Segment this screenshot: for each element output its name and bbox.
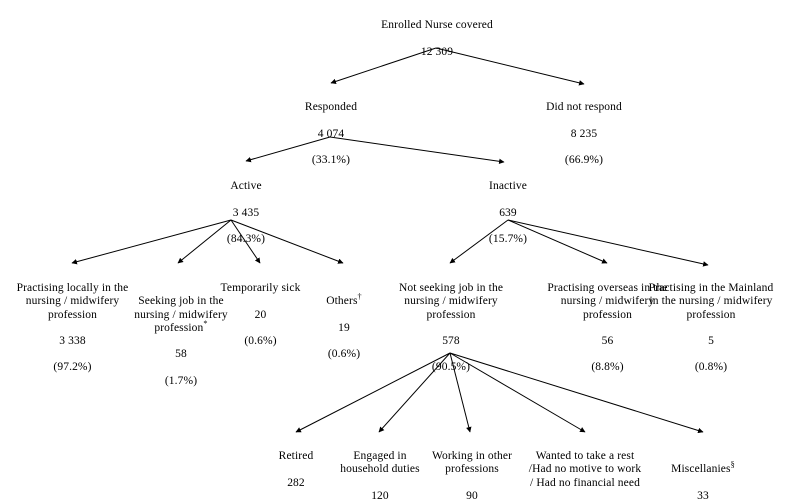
node-seeking-job: Seeking job in the nursing / midwifery p… — [122, 269, 240, 401]
node-miscellanies: Miscellanies§ 33 (5.7%) — [650, 437, 756, 501]
node-temporarily-sick-count: 20 — [254, 308, 267, 321]
node-did-not-respond-count: 8 235 — [570, 127, 598, 140]
node-not-seeking-job-percent: (90.5%) — [431, 361, 471, 374]
node-miscellanies-count: 33 — [697, 489, 709, 501]
node-inactive-label: Inactive — [489, 180, 527, 193]
node-responded: Responded 4 074 (33.1%) — [271, 88, 391, 180]
node-temporarily-sick-label: Temporarily sick — [220, 282, 301, 295]
node-others-count: 19 — [338, 321, 350, 334]
node-practising-mainland-count: 5 — [708, 335, 714, 348]
node-practising-overseas-count: 56 — [601, 335, 614, 348]
node-retired: Retired 282 (48.8%) — [252, 437, 340, 501]
node-household-duties: Engaged in household duties 120 (20.8%) — [330, 437, 430, 501]
node-practising-overseas: Practising overseas in the nursing / mid… — [530, 269, 685, 388]
node-rest-no-motive: Wanted to take a rest /Had no motive to … — [515, 437, 655, 501]
node-not-seeking-job: Not seeking job in the nursing / midwife… — [381, 269, 521, 388]
node-household-duties-label: Engaged in household duties — [340, 450, 420, 476]
node-others-percent: (0.6%) — [327, 348, 361, 361]
node-practising-locally: Practising locally in the nursing / midw… — [0, 269, 145, 388]
node-temporarily-sick: Temporarily sick 20 (0.6%) — [203, 269, 318, 361]
node-others-label: Others — [326, 295, 358, 308]
node-inactive-count: 639 — [499, 206, 517, 219]
node-not-seeking-job-count: 578 — [442, 335, 460, 348]
node-practising-locally-percent: (97.2%) — [53, 361, 92, 374]
node-other-professions-label: Working in other professions — [431, 450, 513, 476]
node-active-label: Active — [230, 180, 262, 193]
node-active-count: 3 435 — [232, 206, 260, 219]
node-others-marker: † — [357, 292, 362, 302]
node-did-not-respond: Did not respond 8 235 (66.9%) — [524, 88, 644, 180]
node-root-label: Enrolled Nurse covered — [381, 19, 493, 32]
node-active: Active 3 435 (84.3%) — [186, 167, 306, 259]
node-miscellanies-marker: § — [730, 460, 735, 470]
node-rest-no-motive-label: Wanted to take a rest /Had no motive to … — [528, 450, 642, 489]
node-practising-mainland: Practising in the Mainland in the nursin… — [632, 269, 790, 388]
node-household-duties-count: 120 — [371, 489, 389, 501]
node-responded-percent: (33.1%) — [311, 154, 351, 167]
node-others: Others† 19 (0.6%) — [305, 269, 383, 375]
node-not-seeking-job-label: Not seeking job in the nursing / midwife… — [398, 282, 504, 321]
node-root: Enrolled Nurse covered 12 309 — [337, 6, 537, 72]
node-seeking-job-count: 58 — [175, 348, 187, 361]
node-practising-overseas-label: Practising overseas in the nursing / mid… — [547, 282, 668, 321]
node-temporarily-sick-percent: (0.6%) — [244, 335, 277, 348]
node-retired-label: Retired — [278, 450, 314, 463]
node-practising-mainland-label: Practising in the Mainland in the nursin… — [648, 282, 774, 321]
node-practising-locally-label: Practising locally in the nursing / midw… — [16, 282, 129, 321]
node-seeking-job-marker: * — [203, 318, 208, 328]
node-root-count: 12 309 — [420, 45, 454, 58]
node-other-professions: Working in other professions 90 (15.6%) — [420, 437, 524, 501]
node-responded-count: 4 074 — [317, 127, 345, 140]
node-seeking-job-label: Seeking job in the nursing / midwifery p… — [134, 295, 228, 334]
node-did-not-respond-label: Did not respond — [546, 101, 622, 114]
node-practising-overseas-percent: (8.8%) — [591, 361, 624, 374]
node-miscellanies-label: Miscellanies — [671, 463, 731, 476]
node-inactive-percent: (15.7%) — [488, 233, 528, 246]
node-practising-mainland-percent: (0.8%) — [694, 361, 728, 374]
node-active-percent: (84.3%) — [226, 233, 266, 246]
node-inactive: Inactive 639 (15.7%) — [448, 167, 568, 259]
node-retired-count: 282 — [287, 476, 305, 489]
node-did-not-respond-percent: (66.9%) — [564, 154, 604, 167]
node-seeking-job-percent: (1.7%) — [164, 374, 198, 387]
node-other-professions-count: 90 — [466, 489, 478, 501]
node-responded-label: Responded — [304, 101, 358, 114]
node-practising-locally-count: 3 338 — [59, 335, 86, 348]
